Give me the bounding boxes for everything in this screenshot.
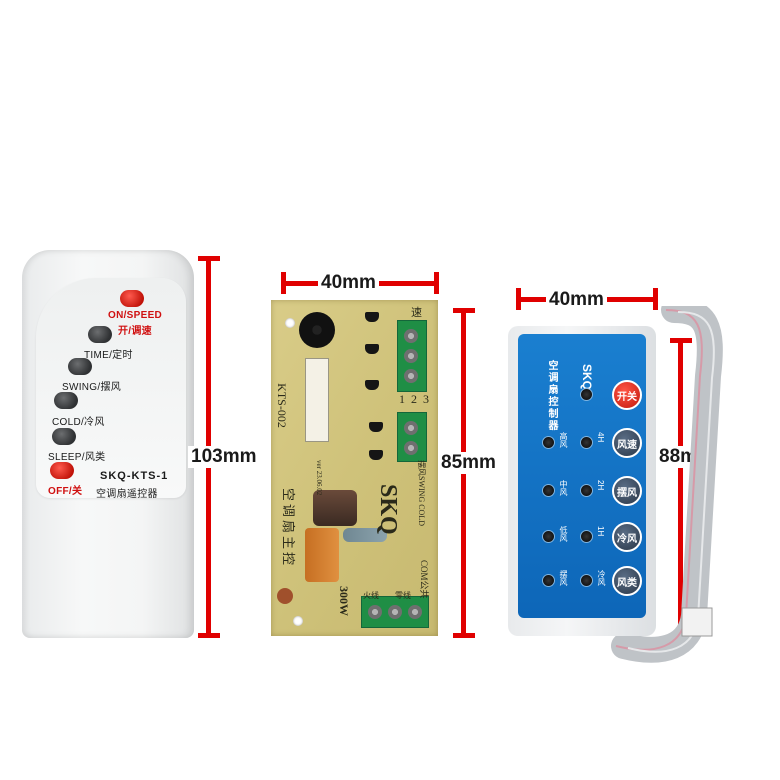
indicator-led bbox=[580, 484, 593, 497]
sleep-label: SLEEP/风类 bbox=[48, 452, 106, 463]
screw bbox=[404, 441, 418, 455]
indicator-label-left: 中风 bbox=[559, 480, 568, 496]
pcb-width-cap-right bbox=[434, 272, 439, 294]
remote-model: SKQ-KTS-1 bbox=[100, 470, 169, 482]
indicator-led bbox=[542, 436, 555, 449]
screw bbox=[408, 605, 422, 619]
screw bbox=[388, 605, 402, 619]
pcb-width-label: 40mm bbox=[318, 272, 379, 294]
pcb-speed-label: 速 bbox=[411, 307, 422, 319]
transistor bbox=[365, 380, 379, 390]
on-speed-button[interactable] bbox=[120, 290, 144, 307]
film-capacitor bbox=[305, 528, 339, 582]
pcb-swing-cold-text: 摆风SWING COLD bbox=[417, 460, 426, 526]
panel-height-cap-top bbox=[670, 338, 692, 343]
cold-button[interactable] bbox=[54, 392, 78, 409]
swing-button[interactable] bbox=[68, 358, 92, 375]
resistor bbox=[343, 528, 387, 542]
indicator-led bbox=[542, 574, 555, 587]
pcb-terminal-1: 1 bbox=[399, 392, 405, 406]
time-label: TIME/定时 bbox=[84, 350, 133, 361]
screw bbox=[404, 369, 418, 383]
transistor bbox=[369, 422, 383, 432]
pcb-board: 速 1 2 3 KTS-002 ver 23.06.02 SKQ 摆风SWING… bbox=[271, 300, 438, 636]
control-panel-module: 空调扇控制器 SKQ 开关 高风 4H 风速 中风 2H 摆风 低风 1H 冷风… bbox=[508, 326, 656, 636]
pcb-width-cap-left bbox=[281, 272, 286, 294]
on-speed-sublabel: 开/调速 bbox=[118, 326, 152, 337]
remote-height-cap-bottom bbox=[198, 633, 220, 638]
pcb-height-cap-top bbox=[453, 308, 475, 313]
white-connector bbox=[305, 358, 329, 442]
remote-height-cap-top bbox=[198, 256, 220, 261]
wind-speed-button[interactable]: 风速 bbox=[612, 428, 642, 458]
mount-hole bbox=[293, 616, 303, 626]
indicator-led bbox=[580, 436, 593, 449]
electrolytic-capacitor bbox=[313, 490, 357, 526]
pcb-brand-text: SKQ bbox=[375, 484, 401, 535]
indicator-led bbox=[580, 530, 593, 543]
wind-type-button[interactable]: 风类 bbox=[612, 566, 642, 596]
indicator-label-right: 1H bbox=[596, 526, 605, 537]
pcb-fire-label: 火线 bbox=[363, 591, 379, 600]
transistor bbox=[369, 450, 383, 460]
remote-height-label: 103mm bbox=[188, 446, 260, 468]
pcb-chinese-text: 空调扇主控 bbox=[281, 488, 296, 569]
terminal-block-speed bbox=[397, 320, 427, 392]
on-speed-label: ON/SPEED bbox=[108, 310, 163, 321]
indicator-label-left: 低风 bbox=[559, 526, 568, 542]
swing-label: SWING/摆风 bbox=[62, 382, 122, 393]
indicator-led bbox=[542, 530, 555, 543]
ribbon-cable bbox=[611, 306, 723, 663]
pcb-terminal-3: 3 bbox=[423, 392, 429, 406]
screw bbox=[404, 329, 418, 343]
indicator-label-left: 高风 bbox=[559, 432, 568, 448]
panel-height-marker bbox=[678, 340, 683, 636]
panel-width-cap-right bbox=[653, 288, 658, 310]
remote-name: 空调扇遥控器 bbox=[96, 489, 158, 500]
terminal-block-swing-cold bbox=[397, 412, 427, 462]
pcb-power-text: 300W bbox=[337, 586, 351, 616]
cold-button[interactable]: 冷风 bbox=[612, 522, 642, 552]
pcb-com-text: COM公共 bbox=[419, 560, 429, 599]
power-led bbox=[580, 388, 593, 401]
indicator-led bbox=[542, 484, 555, 497]
time-button[interactable] bbox=[88, 326, 112, 343]
mount-hole bbox=[285, 318, 295, 328]
power-button[interactable]: 开关 bbox=[612, 380, 642, 410]
pcb-height-label: 85mm bbox=[438, 452, 499, 474]
pcb-height-cap-bottom bbox=[453, 633, 475, 638]
pcb-version-text: ver 23.06.02 bbox=[315, 460, 323, 496]
cold-label: COLD/冷风 bbox=[52, 417, 105, 428]
indicator-label-right: 2H bbox=[596, 480, 605, 491]
screw bbox=[404, 349, 418, 363]
off-button[interactable] bbox=[50, 462, 74, 479]
sleep-button[interactable] bbox=[52, 428, 76, 445]
pcb-terminal-2: 2 bbox=[411, 392, 417, 406]
swing-button[interactable]: 摆风 bbox=[612, 476, 642, 506]
remote-button-panel bbox=[36, 278, 186, 498]
panel-face: 空调扇控制器 SKQ 开关 高风 4H 风速 中风 2H 摆风 低风 1H 冷风… bbox=[518, 334, 646, 618]
transistor bbox=[365, 312, 379, 322]
indicator-label-right: 冷风 bbox=[597, 570, 606, 586]
indicator-label-right: 4H bbox=[596, 432, 605, 443]
pcb-model-text: KTS-002 bbox=[274, 383, 289, 428]
off-label: OFF/关 bbox=[48, 486, 83, 497]
screw bbox=[368, 605, 382, 619]
varistor bbox=[277, 588, 293, 604]
buzzer bbox=[299, 312, 335, 348]
panel-width-cap-left bbox=[516, 288, 521, 310]
panel-title: 空调扇控制器 bbox=[546, 360, 557, 432]
indicator-label-left: 摆风 bbox=[559, 570, 568, 586]
indicator-led bbox=[580, 574, 593, 587]
panel-width-label: 40mm bbox=[546, 289, 607, 311]
pcb-neutral-label: 零线 bbox=[395, 591, 411, 600]
remote-control: ON/SPEED 开/调速 TIME/定时 SWING/摆风 COLD/冷风 S… bbox=[22, 250, 194, 638]
screw bbox=[404, 421, 418, 435]
panel-brand: SKQ bbox=[580, 364, 594, 391]
transistor bbox=[365, 344, 379, 354]
terminal-block-power bbox=[361, 596, 429, 628]
